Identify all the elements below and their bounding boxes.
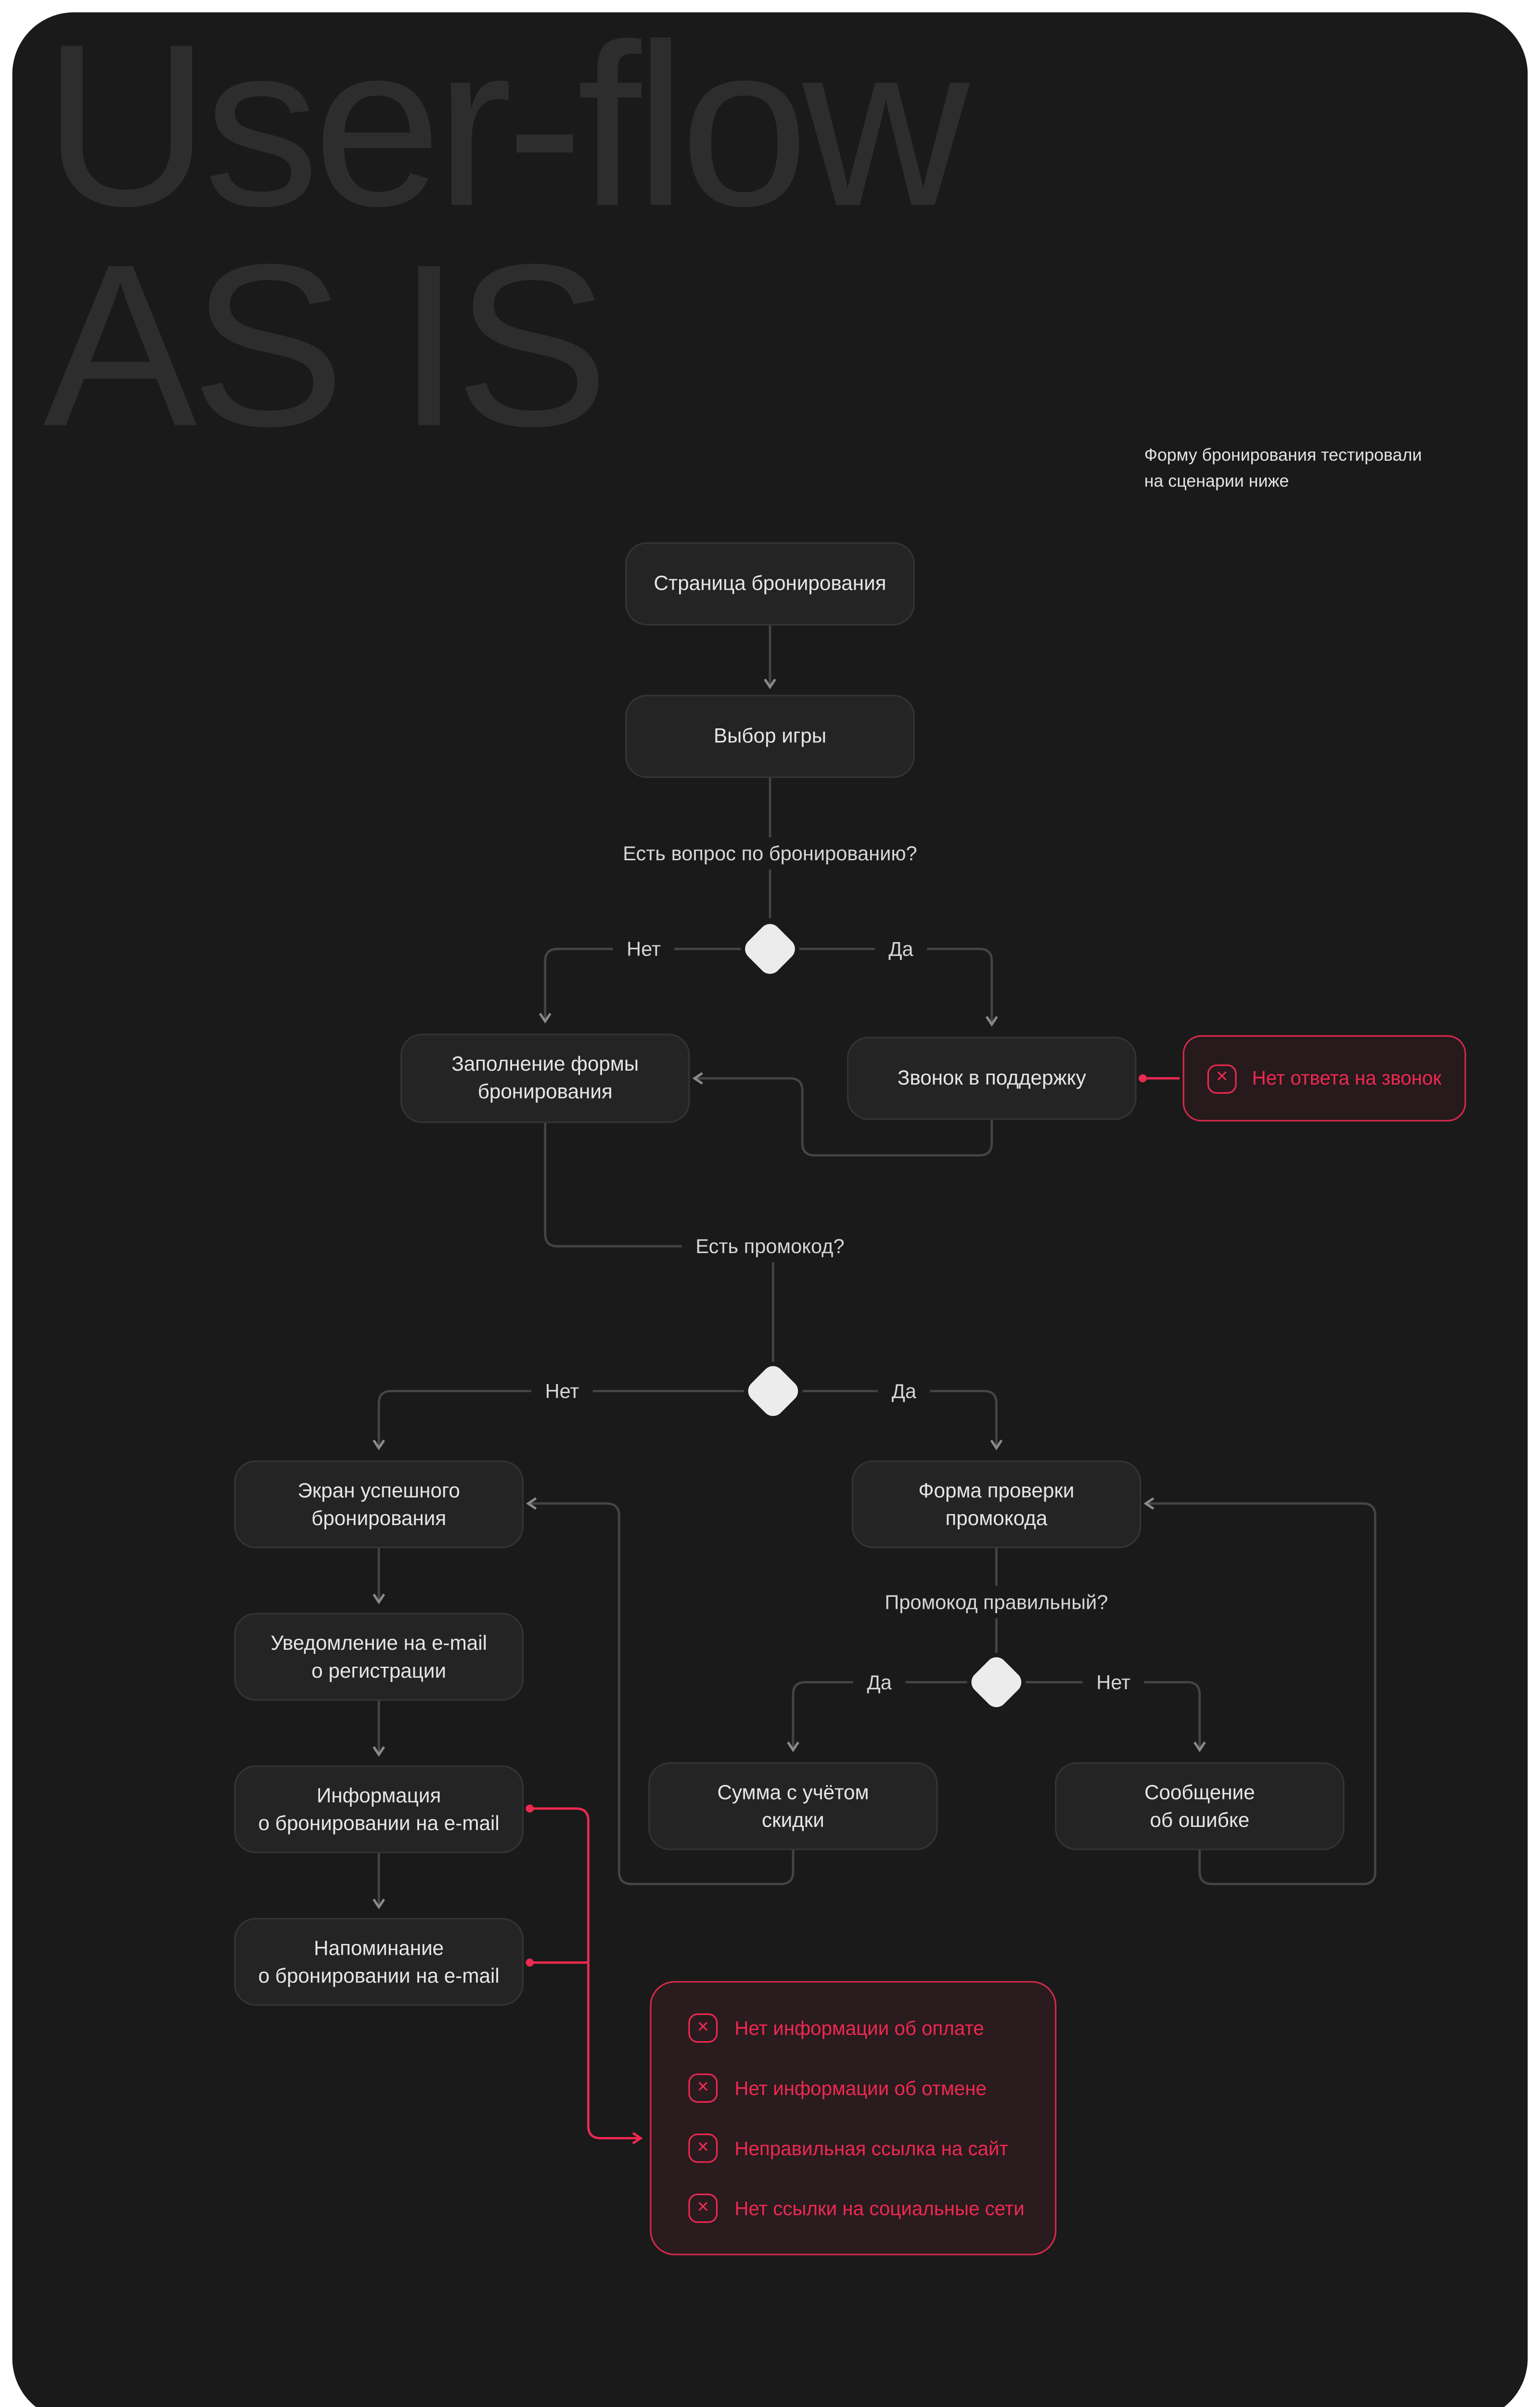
- node-email-reminder: Напоминание о бронировании на e-mail: [234, 1918, 524, 2006]
- issue-call-no-answer: ✕ Нет ответа на звонок: [1182, 1035, 1466, 1122]
- issue-label: Нет информации об оплате: [734, 2017, 984, 2039]
- question-booking: Есть вопрос по бронированию?: [609, 837, 931, 870]
- node-error-message: Сообщение об ошибке: [1055, 1762, 1345, 1851]
- node-booking-page: Страница бронирования: [625, 542, 915, 626]
- branch-label-yes-3: Да: [853, 1666, 906, 1698]
- node-call-support: Звонок в поддержку: [847, 1036, 1137, 1120]
- issue-row: ✕ Нет ссылки на социальные сети: [688, 2193, 1055, 2223]
- branch-label-yes-2: Да: [877, 1375, 930, 1408]
- issue-label: Нет ответа на звонок: [1252, 1067, 1442, 1089]
- issue-row: ✕ Нет информации об отмене: [688, 2073, 1055, 2103]
- node-promo-check: Форма проверки промокода: [851, 1460, 1142, 1548]
- node-email-info: Информация о бронировании на e-mail: [234, 1765, 524, 1853]
- branch-label-no-2: Нет: [531, 1375, 593, 1408]
- cross-icon: ✕: [688, 2134, 718, 2163]
- cross-icon: ✕: [688, 2013, 718, 2043]
- cross-icon: ✕: [688, 2193, 718, 2223]
- issue-label: Неправильная ссылка на сайт: [734, 2137, 1008, 2159]
- issue-group-email: ✕ Нет информации об оплате ✕ Нет информа…: [650, 1981, 1057, 2255]
- branch-label-no-1: Нет: [613, 932, 675, 965]
- issue-row: ✕ Неправильная ссылка на сайт: [688, 2134, 1055, 2163]
- question-promo-valid: Промокод правильный?: [871, 1586, 1122, 1618]
- question-promo: Есть промокод?: [681, 1230, 859, 1263]
- node-email-registration: Уведомление на e-mail о регистрации: [234, 1613, 524, 1701]
- branch-label-yes-1: Да: [874, 932, 927, 965]
- cross-icon: ✕: [1207, 1063, 1237, 1093]
- issue-label: Нет информации об отмене: [734, 2077, 987, 2099]
- page-title: User-flow AS IS: [43, 0, 970, 474]
- issue-label: Нет ссылки на социальные сети: [734, 2197, 1025, 2219]
- node-fill-form: Заполнение формы бронирования: [400, 1034, 690, 1123]
- node-success-screen: Экран успешного бронирования: [234, 1460, 524, 1548]
- node-discount-sum: Сумма с учётом скидки: [648, 1762, 938, 1851]
- issue-row: ✕ Нет информации об оплате: [688, 2013, 1055, 2043]
- branch-label-no-3: Нет: [1082, 1666, 1144, 1698]
- node-game-select: Выбор игры: [625, 695, 915, 778]
- cross-icon: ✕: [688, 2073, 718, 2103]
- intro-note: Форму бронирования тестировали на сценар…: [1144, 447, 1422, 492]
